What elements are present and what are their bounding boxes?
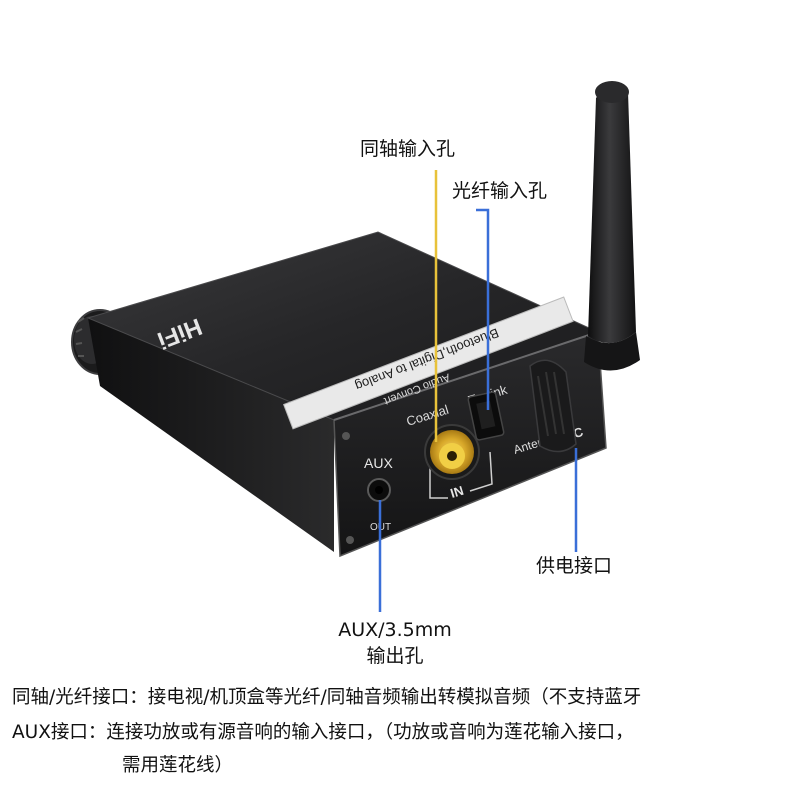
optical-input-callout: 光纤输入孔 (452, 180, 548, 202)
aux-jack-icon (367, 478, 391, 502)
optical-callout-line (476, 208, 490, 410)
screw-icon (346, 536, 354, 544)
device-left-side (88, 318, 334, 552)
power-callout: 供电接口 (536, 555, 613, 577)
caption-line2: AUX接口：连接功放或有源音响的输入接口，（功放或音响为莲花输入接口， (12, 722, 634, 743)
antenna-icon (584, 81, 640, 371)
caption-line3: 需用莲花线） (122, 755, 234, 776)
in-bracket (429, 451, 493, 499)
panel-label-in: IN (448, 483, 465, 501)
coaxial-jack-icon (424, 424, 480, 480)
aux-callout-line1: AUX/3.5mm (338, 619, 452, 641)
coaxial-input-callout: 同轴输入孔 (360, 138, 456, 160)
caption-line1: 同轴/光纤接口：接电视/机顶盒等光纤/同轴音频输出转模拟音频（不支持蓝牙 (12, 687, 642, 708)
screw-icon (342, 432, 350, 440)
antenna-base (529, 359, 577, 453)
toslink-port-icon (467, 391, 505, 441)
aux-callout-line2: 输出孔 (366, 645, 424, 667)
panel-label-aux: AUX (364, 455, 393, 471)
